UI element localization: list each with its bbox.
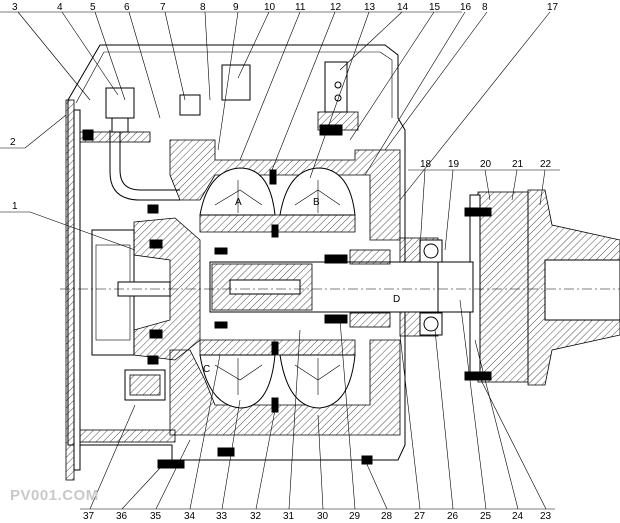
oil-pipe-outer [109, 130, 180, 201]
housing-cover-inner [75, 51, 393, 118]
oil-pipe [119, 130, 180, 191]
left-plate [65, 99, 75, 481]
part-label: 18 [420, 159, 432, 170]
input-shaft [117, 281, 171, 297]
bracket-hole-2 [334, 94, 342, 102]
part-label: 36 [116, 511, 128, 522]
output-hub-bore [544, 259, 620, 321]
part-label: 5 [90, 2, 96, 13]
part-label: 9 [233, 2, 239, 13]
part-label: 12 [330, 2, 342, 13]
bracket-hole-1 [334, 81, 342, 89]
section-letter-d: D [393, 294, 400, 305]
section-letter-b: B [313, 197, 320, 208]
part-label: 28 [381, 511, 393, 522]
shaft-bore [229, 279, 301, 295]
upper-inner-housing [169, 139, 401, 241]
part-label: 7 [160, 2, 166, 13]
bolts [82, 124, 492, 469]
part-label: 29 [349, 511, 361, 522]
part-label: 30 [317, 511, 329, 522]
base-flange-lower [79, 429, 176, 443]
input-flange [133, 217, 201, 361]
part-label: 4 [57, 2, 63, 13]
right-leaders [419, 169, 546, 251]
part-label: 14 [397, 2, 409, 13]
output-flange [477, 191, 529, 383]
section-letter-c: C [203, 364, 210, 375]
part-label: 26 [447, 511, 459, 522]
top-part-numbers: 3 4 5 6 7 8 9 10 11 12 13 14 15 16 8 17 [12, 2, 559, 13]
bearing-bottom [419, 312, 443, 336]
part-label: 10 [264, 2, 276, 13]
part-label: 6 [124, 2, 130, 13]
part-label: 31 [283, 511, 295, 522]
part-label: 3 [12, 2, 18, 13]
bottom-leaders [89, 299, 547, 510]
part-label: 1 [12, 201, 18, 212]
part-label: 32 [250, 511, 262, 522]
right-part-numbers: 18 19 20 21 22 [420, 159, 552, 170]
left-leader-2 [24, 114, 67, 149]
part-label: 8 [200, 2, 206, 13]
top-fitting-left [179, 94, 201, 116]
part-label: 20 [480, 159, 492, 170]
oil-valve-nut [111, 117, 129, 133]
part-label: 23 [540, 511, 552, 522]
output-stub [437, 261, 474, 313]
part-label: 16 [460, 2, 472, 13]
lower-working-chamber [199, 339, 356, 413]
watermark-text: PV001.COM [10, 487, 99, 504]
seal-holder-lower [349, 312, 391, 328]
seal-upper [324, 254, 348, 264]
part-label: 34 [184, 511, 196, 522]
section-letter-a: A [235, 197, 242, 208]
part-label: 15 [429, 2, 441, 13]
part-label: 11 [295, 2, 306, 13]
seal-lower [324, 314, 348, 324]
left-leader-1 [29, 211, 136, 251]
part-label: 35 [150, 511, 162, 522]
part-label: 24 [512, 511, 524, 522]
bottom-part-numbers: 37 36 35 34 33 32 31 30 29 28 27 26 25 2… [83, 511, 552, 522]
bearing-top [419, 239, 443, 263]
part-label: 8 [482, 2, 488, 13]
part-label: 19 [448, 159, 460, 170]
top-leaders [17, 11, 551, 201]
oil-valve [105, 87, 135, 119]
part-label: 17 [547, 2, 559, 13]
seal-holder [349, 249, 391, 265]
left-plate-inner [73, 109, 81, 471]
part-label: 22 [540, 159, 552, 170]
part-label: 13 [364, 2, 376, 13]
upper-working-chamber [199, 167, 356, 238]
part-label: 25 [480, 511, 492, 522]
part-label: 27 [414, 511, 426, 522]
top-fitting-block [221, 64, 251, 101]
part-label: 2 [10, 137, 16, 148]
part-label: 33 [216, 511, 228, 522]
part-label: 37 [83, 511, 95, 522]
lower-left-block-inner [129, 374, 161, 396]
lower-inner-housing [169, 339, 401, 436]
part-label: 21 [512, 159, 524, 170]
